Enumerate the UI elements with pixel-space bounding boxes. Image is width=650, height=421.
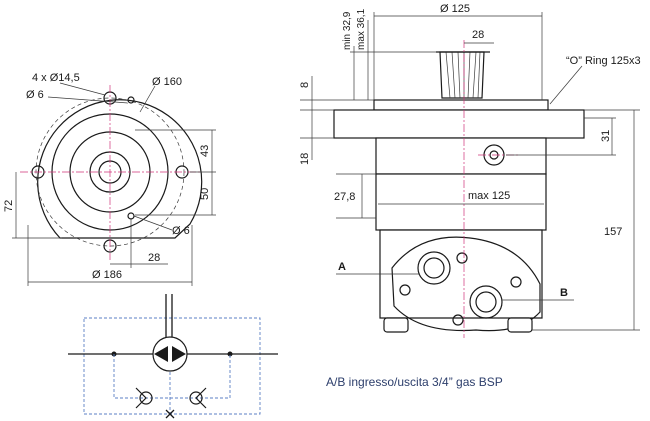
port-screw-3 [510,276,522,288]
dim18-label: 18 [299,153,311,165]
port-a-inner [423,257,445,279]
oring-label: “O” Ring 125x3 [566,55,641,67]
check-valve-left [139,391,153,405]
check-seat-right [195,387,207,409]
dim157-label: 157 [604,226,622,238]
d6-top-leader [47,96,129,104]
holes-label: 4 x Ø14,5 [32,72,80,84]
holes-leader [59,82,106,96]
dim8-label: 8 [299,82,311,88]
port-block [379,229,543,319]
main-body [375,173,547,231]
drain-lines [113,354,231,414]
port-a-outer [417,251,451,285]
bolt-head-left [383,317,409,333]
cross-mark [165,409,175,419]
d160-label: Ø 160 [152,76,182,88]
neck [375,137,547,175]
side-flange [333,109,585,139]
bolt-head-right [507,317,533,333]
dim27-8-label: 27,8 [334,191,355,203]
port-screw-1 [399,284,411,296]
small-hole-top [127,96,135,104]
dim72-label: 72 [3,200,15,212]
port-boss-outline [391,236,541,332]
dim28-side-label: 28 [472,29,484,41]
caption: A/B ingresso/uscita 3/4” gas BSP [326,375,503,389]
d186-label: Ø 186 [92,269,122,281]
motor-arrow-left [154,346,168,362]
d6-bottom-leader [133,215,173,231]
d6-top-label: Ø 6 [26,89,44,101]
max-36-1-label: max 36,1 [356,8,367,50]
dim28-front-label: 28 [148,252,160,264]
dim50-label: 50 [199,188,211,200]
side-view: Ø 125 28 min 32,9 max 36,1 “O” Ring 125x… [299,3,641,338]
max125-label: max 125 [468,190,510,202]
front-flange-outline [37,99,203,239]
dim43-label: 43 [199,145,211,157]
d125-label: Ø 125 [440,3,470,15]
port-screw-2 [456,252,468,264]
check-valve-right [189,391,203,405]
min-32-9-label: min 32,9 [342,11,353,50]
motor-circle [152,336,188,372]
d6-bottom-label: Ø 6 [172,225,190,237]
check-seat-left [135,387,147,409]
oring-leader [549,65,583,105]
motor-arrow-right [172,346,186,362]
front-view: Ø 186 72 43 50 28 4 x Ø14,5 Ø 160 Ø 6 Ø … [3,72,216,286]
port-screw-4 [452,314,464,326]
pilot [373,99,549,111]
dim31-label: 31 [600,130,612,142]
hydraulic-symbol [68,294,278,419]
port-b-inner [475,291,497,313]
port-b-outer [469,285,503,319]
port-a-label: A [338,261,346,273]
port-b-label: B [560,287,568,299]
shaft-teeth [445,51,481,99]
d160-leader [139,85,156,113]
junction-right [227,351,233,357]
